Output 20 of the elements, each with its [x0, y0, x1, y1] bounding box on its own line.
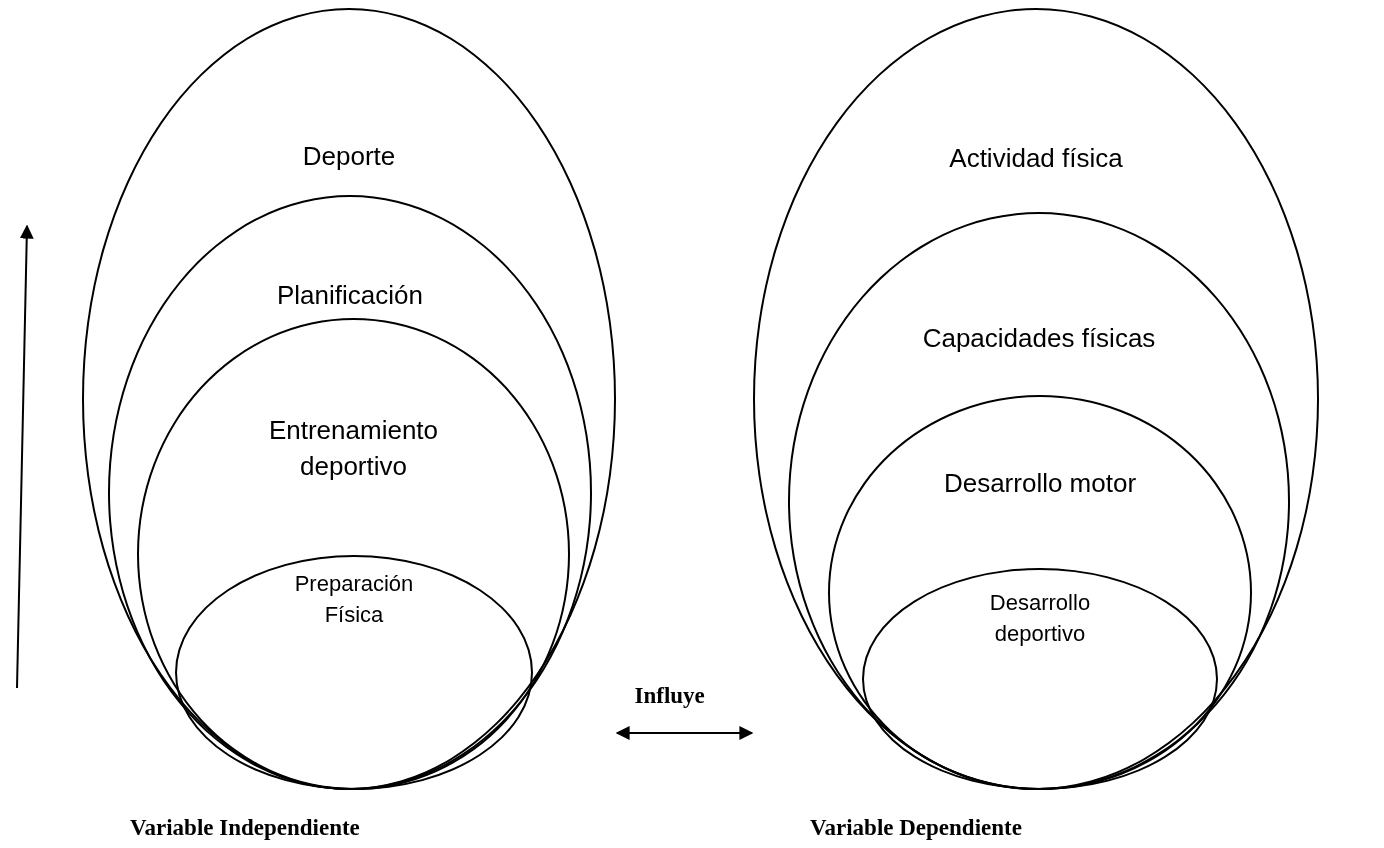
region-label: Deporte [301, 140, 397, 173]
region-label: Capacidades físicas [921, 322, 1157, 355]
region-label: Entrenamiento deportivo [267, 414, 440, 484]
oval-region [175, 555, 533, 790]
region-label: Desarrollo deportivo [988, 589, 1092, 648]
oval-region [828, 395, 1252, 790]
oval-region [82, 8, 616, 790]
region-label: Actividad física [948, 142, 1124, 175]
oval-region [788, 212, 1290, 790]
region-label: Planificación [276, 279, 424, 312]
region-label: Preparación Física [293, 570, 415, 629]
oval-region [753, 8, 1319, 790]
node-label: Variable Dependiente [810, 815, 1022, 841]
oval-region [862, 568, 1218, 790]
oval-region [108, 195, 592, 790]
node-label: Variable Independiente [130, 815, 360, 841]
edge-label: Influye [634, 683, 705, 709]
oval-region [137, 318, 570, 790]
region-label: Desarrollo motor [942, 467, 1138, 500]
arrow [615, 726, 754, 740]
